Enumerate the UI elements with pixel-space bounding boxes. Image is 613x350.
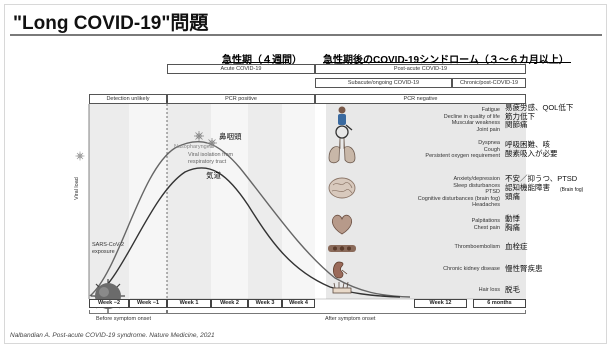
after-onset-label: After symptom onset xyxy=(325,316,376,322)
post-acute-header-jp: 急性期後のCOVID-19シンドローム（３～６カ月以上） xyxy=(323,55,569,66)
title-divider xyxy=(10,34,602,36)
symptom-jp-hair-loss: 脱毛 xyxy=(505,285,520,294)
week-box-3: Week 3 xyxy=(248,299,282,308)
slide-frame xyxy=(4,4,607,344)
symptom-jp-palpitations: 動悸 胸痛 xyxy=(505,214,520,232)
pcr-negative-box: PCR negative xyxy=(315,94,526,104)
week-box-minus2: Week −2 xyxy=(89,299,129,308)
y-axis-label: Viral load xyxy=(74,177,80,200)
week-box-12: Week 12 xyxy=(414,299,467,308)
acute-covid-box: Acute COVID-19 xyxy=(167,64,315,74)
lungs-icon xyxy=(328,137,356,164)
symptom-jp-fatigue: 易疲労感、QOL低下 筋力低下 関節痛 xyxy=(505,103,574,129)
symptom-en-kidney: Chronic kidney disease xyxy=(443,266,500,272)
respiratory-label: Viral isolation from respiratory tract xyxy=(188,152,234,165)
symptom-en-anxiety: Anxiety/depression Sleep disturbances PT… xyxy=(417,176,500,208)
symptom-jp-dyspnea: 呼吸困難、咳 酸素吸入が必要 xyxy=(505,140,558,158)
week-box-minus1: Week −1 xyxy=(129,299,167,308)
pcr-positive-box: PCR positive xyxy=(167,94,315,104)
symptom-en-dyspnea: Dyspnea Cough Persistent oxygen requirem… xyxy=(425,140,500,159)
after-onset-bracket xyxy=(167,310,526,314)
before-onset-label: Before symptom onset xyxy=(96,316,152,322)
symptoms-panel-shade xyxy=(326,104,526,299)
week-box-6-months: 6 months xyxy=(473,299,526,308)
post-acute-covid-box: Post-acute COVID-19 xyxy=(315,64,526,74)
week-box-2: Week 2 xyxy=(211,299,248,308)
citation: Nalbandian A. Post-acute COVID-19 syndro… xyxy=(10,332,215,339)
nasopharyngeal-jp-label: 鼻咽頭 xyxy=(219,132,242,141)
symptom-jp-headache: 頭痛 xyxy=(505,192,520,201)
slide-title: "Long COVID-19"問題 xyxy=(13,13,209,34)
symptom-en-thromboembolism: Thromboembolism xyxy=(454,244,500,250)
symptom-en-palpitations: Palpitations Chest pain xyxy=(471,218,500,231)
symptom-en-fatigue: Fatigue Decline in quality of life Muscu… xyxy=(443,107,500,133)
chronic-covid-box: Chronic/post-COVID-19 xyxy=(452,78,526,88)
acute-phase-header-jp: 急性期（４週間） xyxy=(222,55,302,66)
symptom-jp-kidney: 慢性腎疾患 xyxy=(505,264,543,273)
week-box-4: Week 4 xyxy=(282,299,315,308)
symptom-jp-anxiety: 不安／抑うつ、PTSD 認知機能障害 xyxy=(505,174,578,192)
kidney-icon xyxy=(333,261,348,279)
symptom-jp-brain-fog: (Brain fog) xyxy=(560,187,584,193)
nasopharyngeal-virus-icon xyxy=(194,131,204,141)
acute-header-underline xyxy=(222,62,288,63)
respiratory-virus-icon xyxy=(207,138,217,148)
subacute-covid-box: Subacute/ongoing COVID-19 xyxy=(315,78,452,88)
column-shade-week4 xyxy=(282,104,315,299)
hair-icon xyxy=(332,281,352,294)
column-shade-week1 xyxy=(167,104,211,299)
post-header-underline xyxy=(323,62,571,63)
nasopharyngeal-curve xyxy=(89,140,411,298)
symptom-jp-thromboembolism: 血栓症 xyxy=(505,242,528,251)
blood-clot-icon xyxy=(328,245,356,252)
symptom-en-hair-loss: Hair loss xyxy=(478,287,500,293)
week-box-1: Week 1 xyxy=(167,299,211,308)
column-shade-week-minus1 xyxy=(129,104,167,299)
wheelchair-person-icon xyxy=(335,106,353,139)
sars-exposure-label: SARS-CoV-2 exposure xyxy=(92,242,125,255)
before-onset-bracket xyxy=(89,310,167,314)
detection-unlikely-box: Detection unlikely xyxy=(89,94,167,104)
column-shade-week2 xyxy=(211,104,248,299)
airway-jp-label: 気道 xyxy=(206,171,221,180)
column-shade-week3 xyxy=(248,104,282,299)
heart-icon xyxy=(331,214,353,235)
axis-virus-icon xyxy=(75,151,85,161)
column-shade-week-minus2 xyxy=(89,104,129,299)
nasopharyngeal-label: Nasopharyngeal xyxy=(174,144,215,150)
brain-icon xyxy=(328,177,356,199)
